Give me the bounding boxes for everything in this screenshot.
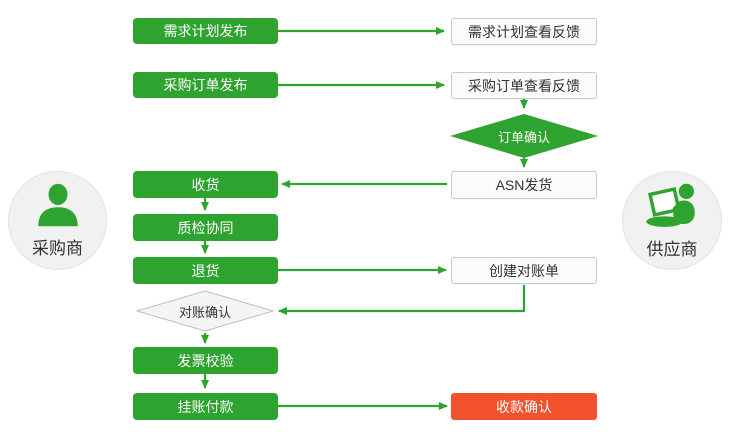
reconciliation-confirm-label: 对账确认	[178, 304, 231, 320]
node-purchase-order-view-feedback: 采购订单查看反馈	[451, 72, 597, 99]
node-demand-plan-view-feedback: 需求计划查看反馈	[451, 18, 597, 45]
buyer-person-icon	[35, 183, 81, 232]
node-create-reconciliation: 创建对账单	[451, 257, 597, 284]
node-return-goods: 退货	[133, 257, 278, 284]
node-order-confirm-diamond: 订单确认	[450, 114, 598, 158]
supplier-label: 供应商	[646, 239, 698, 259]
order-confirm-label: 订单确认	[497, 129, 550, 145]
node-asn-shipment: ASN发货	[451, 171, 597, 199]
node-quality-collaboration: 质检协同	[133, 214, 278, 241]
node-purchase-order-publish: 采购订单发布	[133, 72, 278, 98]
node-demand-plan-publish: 需求计划发布	[133, 18, 278, 44]
buyer-actor: 采购商	[8, 171, 107, 270]
node-receive-goods: 收货	[133, 171, 278, 198]
node-reconciliation-confirm-diamond: 对账确认	[136, 290, 274, 332]
node-invoice-verification: 发票校验	[133, 347, 278, 374]
supplier-laptop-icon	[644, 182, 700, 233]
node-receipt-confirm: 收款确认	[451, 393, 597, 420]
supplier-actor: 供应商	[622, 171, 722, 270]
buyer-label: 采购商	[32, 238, 83, 258]
node-pending-payment: 挂账付款	[133, 393, 278, 420]
